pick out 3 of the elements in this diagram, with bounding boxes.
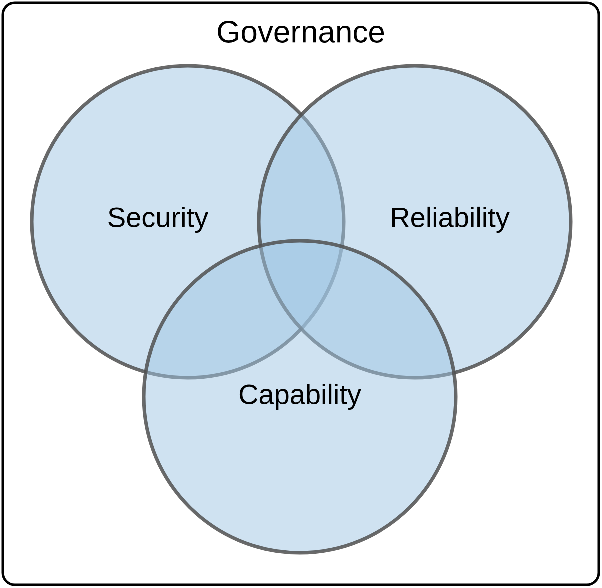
circle-label: Capability — [240, 384, 362, 410]
circle-label: Reliability — [392, 206, 510, 234]
circle-label: Security — [108, 206, 208, 234]
